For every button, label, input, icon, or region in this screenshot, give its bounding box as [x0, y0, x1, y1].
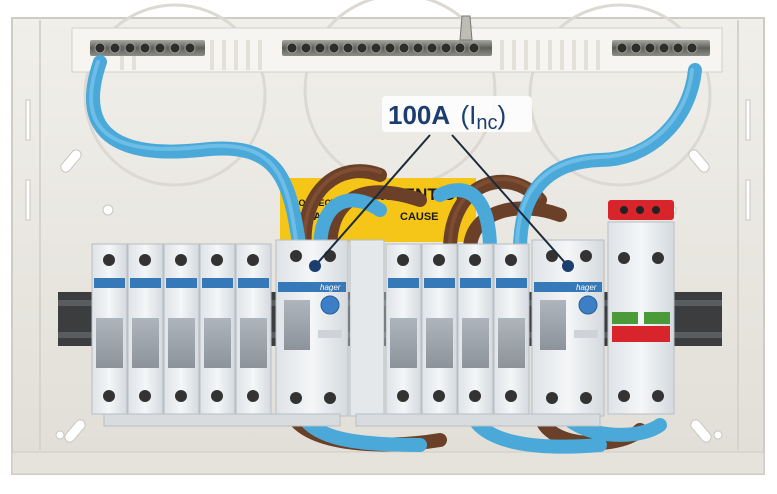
lower-shroud-right	[355, 413, 601, 427]
lower-shroud-left	[103, 413, 341, 427]
callout-dot-left	[309, 260, 321, 272]
mcb	[163, 243, 200, 415]
blue-cables	[86, 55, 702, 454]
callout-label: 100A (Inc)	[388, 100, 506, 134]
callout-leaders	[314, 134, 569, 267]
warning-line2: CAUSE	[400, 211, 439, 223]
mcb	[127, 243, 164, 415]
mcb	[421, 243, 458, 415]
warning-line4: CONNECTION	[292, 198, 353, 208]
mounting-slots	[25, 99, 751, 443]
callout-unit-sub: nc	[476, 112, 497, 134]
rcd-left-brand: hager	[320, 283, 341, 292]
callout-dot-right	[562, 260, 574, 272]
mcb-bank-left	[91, 243, 272, 415]
mcb	[235, 243, 272, 415]
mcb	[493, 243, 530, 415]
mcb	[91, 243, 128, 415]
rcd-right-brand: hager	[576, 283, 597, 292]
callout-unit-open: (I	[460, 100, 476, 130]
callout-unit-close: )	[497, 100, 506, 130]
enclosure-front-lip	[11, 451, 765, 475]
surge-protection-device	[607, 200, 675, 415]
cable-tie-screw	[459, 15, 473, 41]
mcb	[199, 243, 236, 415]
mcb	[457, 243, 494, 415]
callout-rating: 100A	[388, 100, 450, 130]
busbar-screws	[94, 42, 698, 54]
mcb	[385, 243, 422, 415]
mcb-bank-right	[385, 243, 530, 415]
callout-background	[382, 96, 532, 132]
blanking-module	[349, 239, 385, 417]
